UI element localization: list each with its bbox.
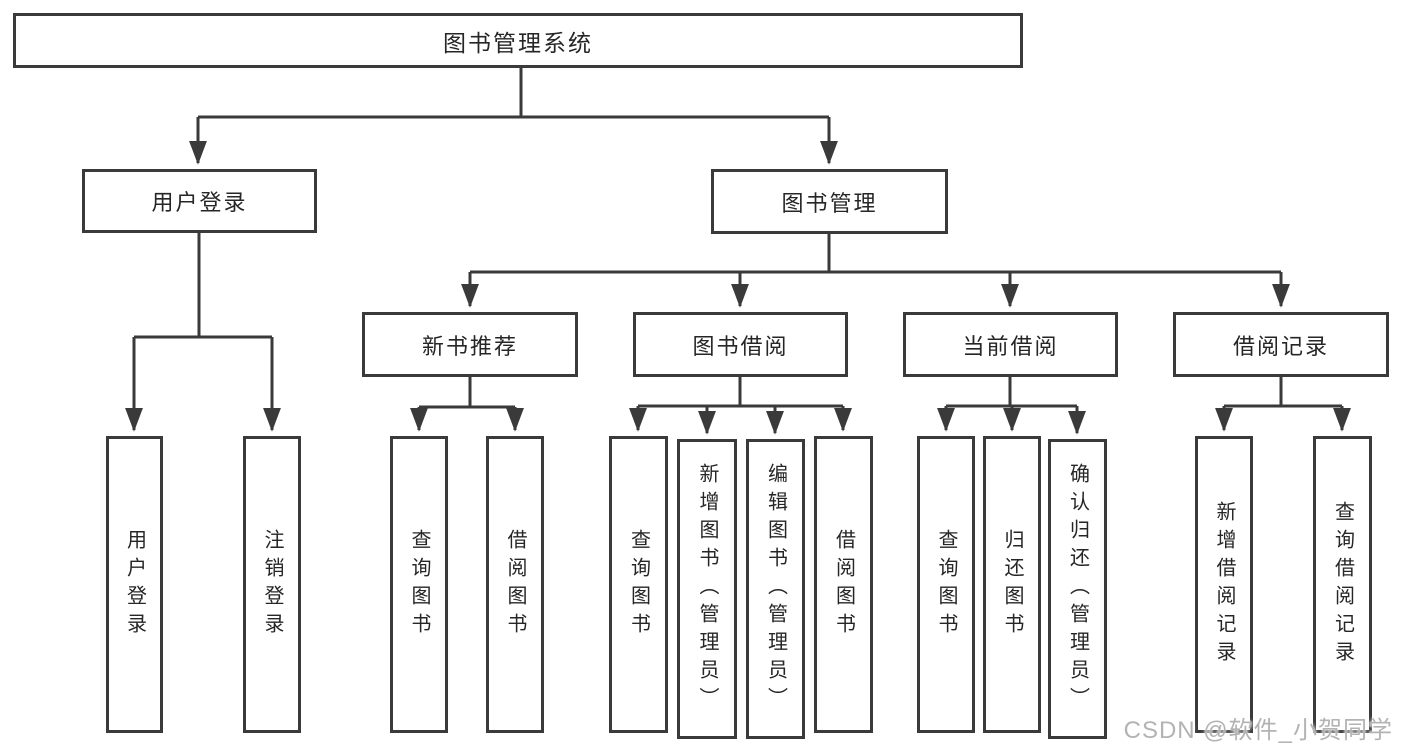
leaf-query-books-c: 查询图书 (917, 436, 975, 733)
node-current-borrow: 当前借阅 (903, 312, 1118, 377)
leaf-add-borrow-record: 新增借阅记录 (1195, 436, 1253, 733)
leaf-confirm-return-admin: 确认归还（管理员） (1048, 439, 1107, 739)
node-root: 图书管理系统 (13, 13, 1023, 68)
node-new-book-recommend: 新书推荐 (362, 312, 578, 377)
leaf-add-book-admin: 新增图书（管理员） (677, 439, 737, 739)
leaf-logout: 注销登录 (243, 436, 301, 733)
leaf-borrow-books-b: 借阅图书 (814, 436, 873, 733)
node-book-management: 图书管理 (711, 169, 948, 234)
csdn-watermark: CSDN @软件_小贺同学 (1123, 717, 1393, 744)
leaf-query-books-b: 查询图书 (609, 436, 668, 733)
leaf-query-books-a: 查询图书 (390, 436, 448, 733)
leaf-user-login: 用户登录 (106, 436, 163, 733)
leaf-edit-book-admin: 编辑图书（管理员） (746, 439, 805, 739)
leaf-borrow-books-a: 借阅图书 (486, 436, 544, 733)
leaf-return-book: 归还图书 (983, 436, 1041, 733)
node-user-login: 用户登录 (82, 169, 317, 233)
leaf-query-borrow-record: 查询借阅记录 (1313, 436, 1372, 733)
node-borrow-records: 借阅记录 (1173, 312, 1389, 377)
node-book-borrow: 图书借阅 (633, 312, 848, 377)
